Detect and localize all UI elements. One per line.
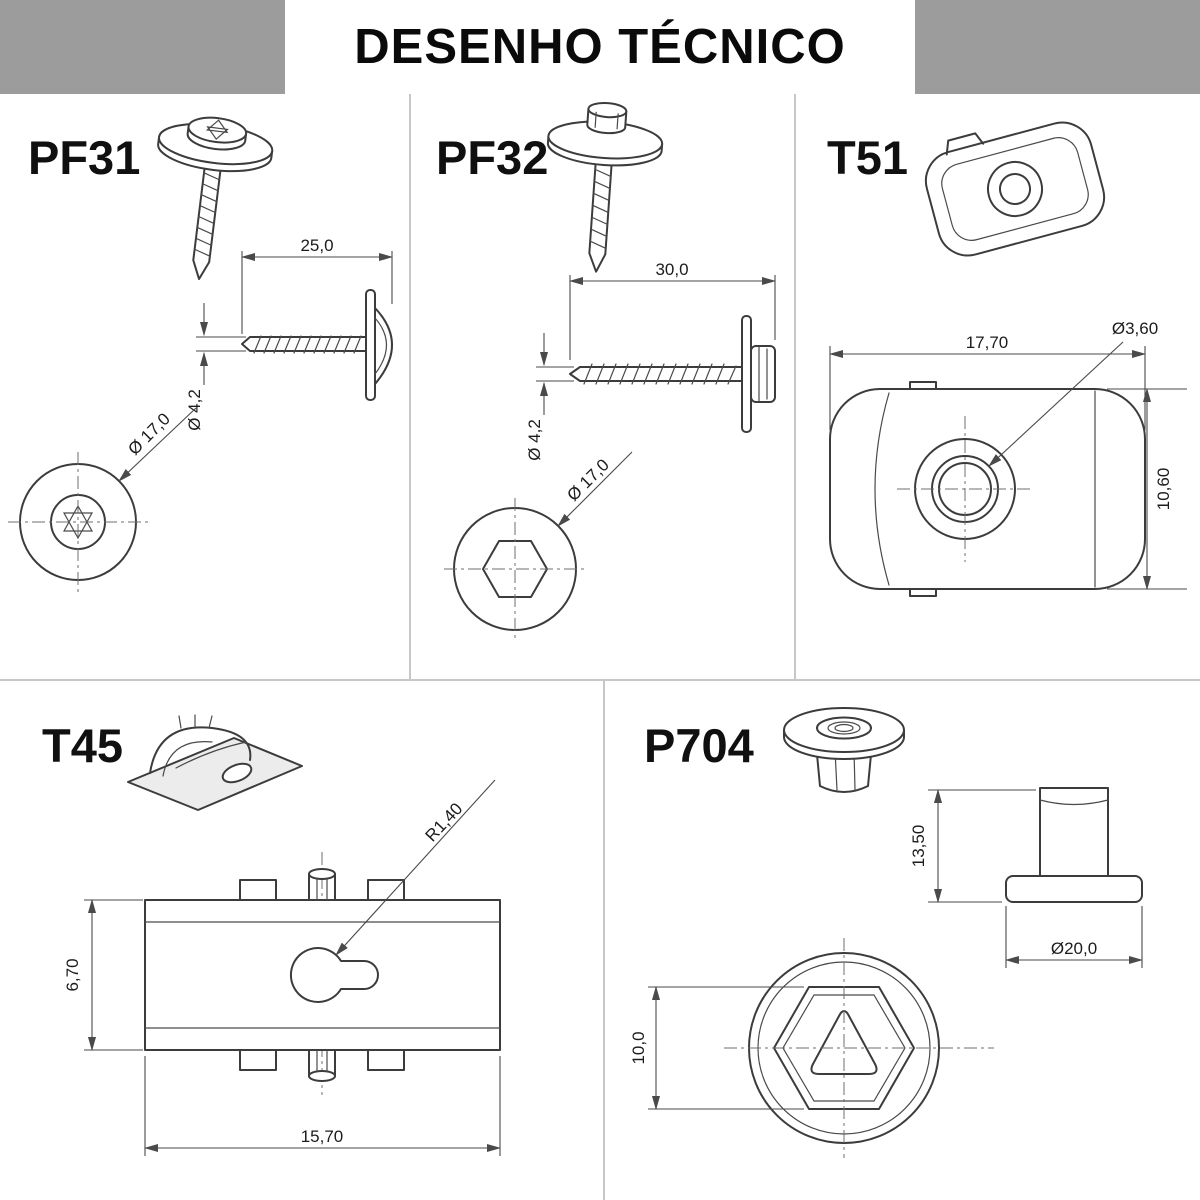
dim-label-p704-hex: 10,0 [629, 1031, 648, 1064]
pf32-bottom-view [444, 498, 586, 640]
divider-vertical-2 [794, 94, 796, 680]
divider-vertical-1 [409, 94, 411, 680]
dim-label-p704-flange: Ø20,0 [1051, 939, 1097, 958]
t45-dim-height: 6,70 [63, 898, 143, 1052]
p704-perspective-view [783, 707, 905, 793]
p704-bottom-view [724, 938, 994, 1158]
pf31-side-view [241, 289, 393, 401]
title-box: DESENHO TÉCNICO [285, 0, 915, 94]
t51-drawing: T51 17,70 [827, 121, 1187, 597]
dim-label-t45-width: 15,70 [301, 1127, 344, 1146]
panel-t51: T51 17,70 [795, 94, 1200, 680]
t45-plan-view [144, 852, 501, 1095]
pf32-dim-washer-diameter: Ø 17,0 [557, 451, 633, 527]
t51-plan-view [829, 381, 1146, 597]
t51-perspective-view [924, 121, 1106, 257]
pf31-dim-length: 25,0 [240, 236, 394, 334]
page-title: DESENHO TÉCNICO [354, 20, 846, 74]
dim-label-pf31-washer: Ø 17,0 [124, 409, 174, 459]
t45-drawing: T45 [42, 714, 502, 1156]
pf32-dim-length: 30,0 [568, 260, 777, 360]
panel-p704: P704 13,50 [604, 680, 1200, 1200]
p704-drawing: P704 13,50 [629, 707, 1144, 1158]
pf31-top-view [8, 452, 148, 592]
dim-label-t51-hole: Ø3,60 [1112, 319, 1158, 338]
pf32-front-view [546, 101, 664, 273]
panel-t45: T45 [0, 680, 604, 1200]
pf31-front-view [157, 116, 274, 281]
panel-pf32: PF32 30,0 [410, 94, 795, 680]
p704-dim-height: 13,50 [909, 788, 1036, 904]
header-bar: DESENHO TÉCNICO [0, 0, 1200, 94]
panel-pf31: PF31 25,0 [0, 94, 410, 680]
dim-label-pf31-length: 25,0 [300, 236, 333, 255]
dim-label-pf32-washer: Ø 17,0 [563, 455, 613, 505]
part-label-p704: P704 [644, 719, 754, 772]
part-label-t51: T51 [827, 131, 908, 184]
dim-label-t45-height: 6,70 [63, 958, 82, 991]
pf32-drawing: PF32 30,0 [436, 101, 777, 640]
divider-vertical-3 [603, 680, 605, 1200]
pf32-dim-shaft-diameter: Ø 4,2 [525, 333, 574, 461]
dim-label-t51-width: 17,70 [966, 333, 1009, 352]
pf31-dim-washer-diameter: Ø 17,0 [118, 407, 197, 482]
dim-label-pf32-length: 30,0 [655, 260, 688, 279]
t51-dim-hole-diameter: Ø3,60 [988, 319, 1158, 467]
p704-side-view [1005, 787, 1143, 903]
t45-perspective-view [127, 714, 303, 811]
t51-dim-height: 10,60 [1107, 387, 1187, 591]
pf31-drawing: PF31 25,0 [8, 116, 394, 592]
t45-dim-width: 15,70 [143, 1056, 502, 1156]
dim-label-t51-height: 10,60 [1154, 468, 1173, 511]
part-label-pf31: PF31 [28, 131, 140, 184]
dim-label-t45-radius: R1,40 [422, 799, 467, 845]
dim-label-pf32-shaft: Ø 4,2 [525, 419, 544, 461]
p704-dim-hex-width: 10,0 [629, 985, 804, 1111]
p704-dim-flange-diameter: Ø20,0 [1004, 906, 1144, 968]
divider-horizontal [0, 679, 1200, 681]
dim-label-p704-height: 13,50 [909, 825, 928, 868]
part-label-pf32: PF32 [436, 131, 548, 184]
pf32-side-view [569, 315, 776, 433]
pf31-dim-shaft-diameter: Ø 4,2 [185, 303, 246, 431]
part-label-t45: T45 [42, 719, 123, 772]
